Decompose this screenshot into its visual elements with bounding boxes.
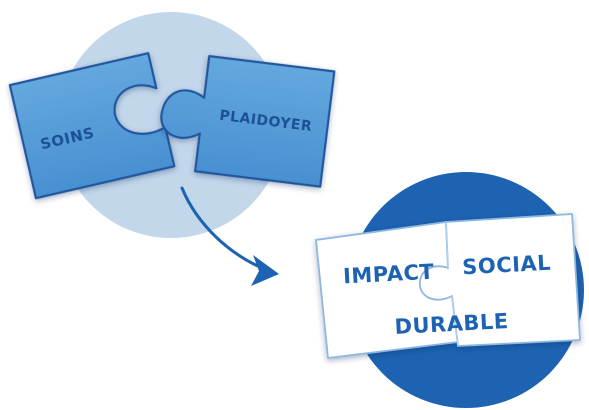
puzzle-piece-soins: SOINS bbox=[8, 52, 176, 200]
puzzle-piece-plaidoyer: PLAIDOYER bbox=[160, 55, 336, 188]
label-impact: IMPACT bbox=[342, 260, 434, 289]
impact-puzzle-group bbox=[315, 213, 581, 359]
curved-arrow-icon bbox=[180, 186, 279, 286]
label-social: SOCIAL bbox=[462, 251, 552, 280]
label-durable: DURABLE bbox=[394, 309, 509, 339]
